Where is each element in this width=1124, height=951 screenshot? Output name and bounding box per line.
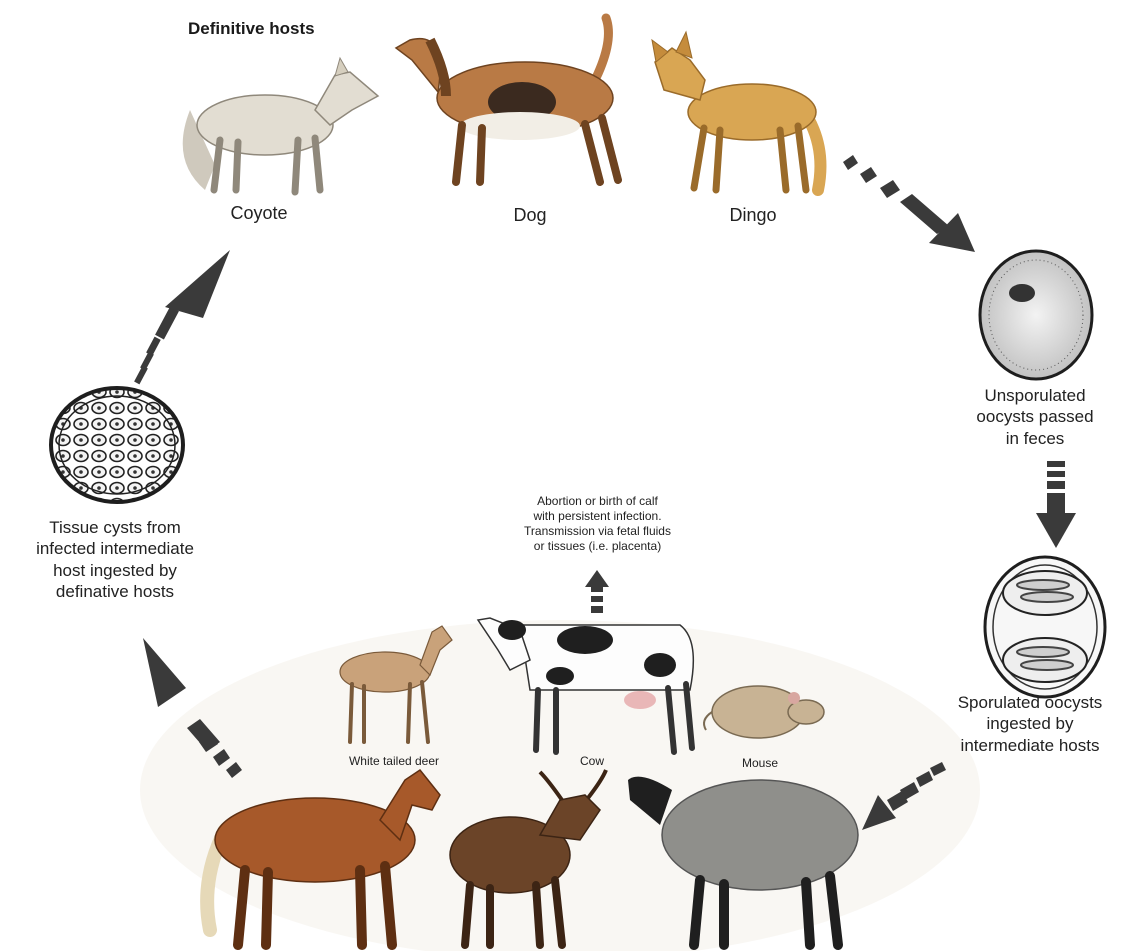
unsporulated-line-3: in feces [950,428,1120,449]
sporulated-line-3: intermediate hosts [938,735,1122,756]
tissue-cysts-line-4: definative hosts [4,581,226,602]
coyote-illustration [183,58,378,192]
definitive-hosts-heading: Definitive hosts [188,18,315,39]
unsporulated-oocyst [980,251,1092,379]
transmission-line-2: with persistent infection. [500,509,695,524]
transmission-line-3: Transmission via fetal fluids [500,524,695,539]
tissue-cysts-line-3: host ingested by [4,560,226,581]
white-tailed-deer-label: White tailed deer [324,754,464,769]
arrow-tissue-cysts-to-coyote [134,250,230,384]
transmission-note: Abortion or birth of calf with persisten… [500,494,695,554]
tissue-cyst [51,388,183,502]
arrow-cow-to-abortion [585,570,609,613]
dog-label: Dog [500,204,560,227]
sporulated-oocyst [985,557,1105,697]
transmission-line-4: or tissues (i.e. placenta) [500,539,695,554]
unsporulated-line-2: oocysts passed [950,406,1120,427]
mouse-label: Mouse [730,756,790,771]
unsporulated-oocysts-text: Unsporulated oocysts passed in feces [950,385,1120,449]
arrow-oocyst-to-sporulated [1036,461,1076,548]
sporulated-oocysts-text: Sporulated oocysts ingested by intermedi… [938,692,1122,756]
tissue-cysts-text: Tissue cysts from infected intermediate … [4,517,226,602]
dingo-illustration [652,32,820,190]
sporulated-line-1: Sporulated oocysts [938,692,1122,713]
tissue-cysts-line-2: infected intermediate [4,538,226,559]
coyote-label: Coyote [214,202,304,225]
sporulated-line-2: ingested by [938,713,1122,734]
transmission-line-1: Abortion or birth of calf [500,494,695,509]
cow-label: Cow [572,754,612,769]
unsporulated-line-1: Unsporulated [950,385,1120,406]
tissue-cysts-line-1: Tissue cysts from [4,517,226,538]
dog-illustration [396,18,618,182]
dingo-label: Dingo [718,204,788,227]
arrow-dingo-to-oocyst [843,155,975,252]
